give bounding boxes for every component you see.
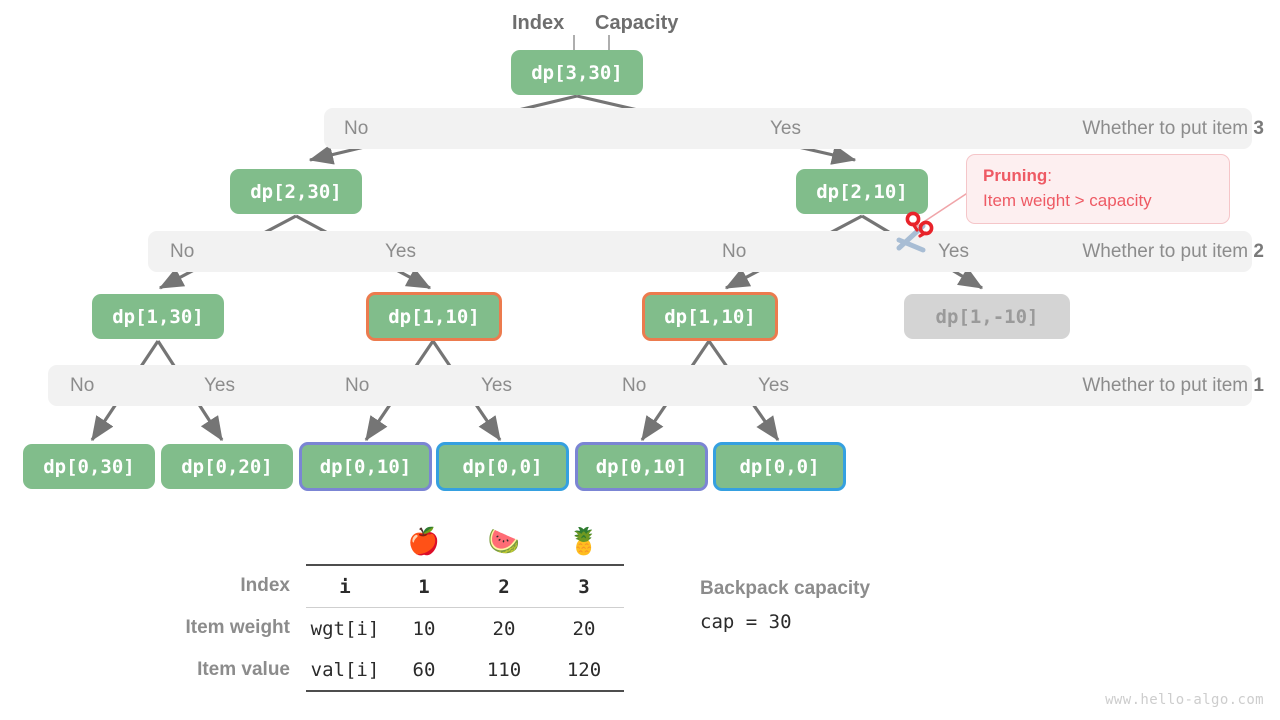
leaf-dp-0-10-right[interactable]: dp[0,10] bbox=[575, 442, 708, 491]
band2-question: Whether to put item 2 bbox=[1082, 242, 1264, 261]
node-dp-3-30[interactable]: dp[3,30] bbox=[511, 50, 643, 95]
capacity-note-title: Backpack capacity bbox=[700, 578, 871, 599]
pruning-callout-title: Pruning bbox=[983, 166, 1048, 185]
decision-band-item3 bbox=[324, 108, 1252, 149]
band2-yes-left-label: Yes bbox=[385, 241, 416, 262]
band1-no-3-label: No bbox=[622, 375, 647, 396]
band1-question-prefix: Whether to put item bbox=[1082, 375, 1254, 396]
decision-band-item2 bbox=[148, 231, 1252, 272]
band3-question-prefix: Whether to put item bbox=[1082, 118, 1254, 139]
capacity-annotation-label: Capacity bbox=[595, 12, 679, 34]
leaf-dp-0-0-right[interactable]: dp[0,0] bbox=[713, 442, 846, 491]
table-row-index: Index i 1 2 3 bbox=[140, 565, 624, 608]
band1-yes-1-label: Yes bbox=[204, 375, 235, 396]
capacity-note-value: cap = 30 bbox=[700, 611, 792, 633]
band3-yes-label: Yes bbox=[770, 118, 801, 139]
table-emoji-row: 🍎 🍉 🍍 bbox=[140, 520, 624, 566]
pruning-callout-title-line: Pruning: bbox=[983, 164, 1215, 189]
weight-value-1: 10 bbox=[412, 617, 436, 640]
node-dp-1-30[interactable]: dp[1,30] bbox=[92, 294, 224, 339]
index-value-3: 3 bbox=[544, 565, 624, 608]
node-dp-1-minus10-pruned[interactable]: dp[1,-10] bbox=[904, 294, 1070, 339]
row-label-value: val[i] bbox=[306, 649, 384, 692]
row-head-value: Item value bbox=[197, 659, 290, 680]
row-label-weight: wgt[i] bbox=[310, 617, 380, 640]
band2-no-left-label: No bbox=[170, 241, 195, 262]
emoji-cell-blank bbox=[306, 520, 384, 566]
index-value-1: 1 bbox=[384, 565, 464, 608]
band2-question-item: 2 bbox=[1253, 241, 1264, 262]
leaf-dp-0-10-left[interactable]: dp[0,10] bbox=[299, 442, 432, 491]
node-dp-1-10-left[interactable]: dp[1,10] bbox=[366, 292, 502, 341]
band3-question-item: 3 bbox=[1253, 118, 1264, 139]
band1-yes-3-label: Yes bbox=[758, 375, 789, 396]
node-dp-1-10-right[interactable]: dp[1,10] bbox=[642, 292, 778, 341]
watermelon-icon: 🍉 bbox=[464, 520, 544, 566]
leaf-dp-0-0-left[interactable]: dp[0,0] bbox=[436, 442, 569, 491]
weight-value-2: 20 bbox=[492, 617, 516, 640]
band3-question: Whether to put item 3 bbox=[1082, 119, 1264, 138]
band1-no-1-label: No bbox=[70, 375, 95, 396]
watermark: www.hello-algo.com bbox=[1105, 692, 1264, 708]
band2-yes-right-label: Yes bbox=[938, 241, 969, 262]
pineapple-icon: 🍍 bbox=[544, 520, 624, 566]
band1-question: Whether to put item 1 bbox=[1082, 376, 1264, 395]
pruning-callout-title-suffix: : bbox=[1047, 166, 1052, 185]
leaf-dp-0-20[interactable]: dp[0,20] bbox=[161, 444, 293, 489]
value-value-2: 110 bbox=[464, 649, 544, 692]
row-head-weight: Item weight bbox=[185, 617, 290, 639]
pruning-callout-detail: Item weight > capacity bbox=[983, 190, 1152, 210]
leaf-dp-0-30[interactable]: dp[0,30] bbox=[23, 444, 155, 489]
item-spec-table: 🍎 🍉 🍍 Index i 1 2 3 Item weight wgt[i] 1… bbox=[140, 520, 624, 692]
band1-yes-2-label: Yes bbox=[481, 375, 512, 396]
index-value-2: 2 bbox=[464, 565, 544, 608]
index-annotation-label: Index bbox=[512, 12, 565, 34]
band1-question-item: 1 bbox=[1253, 375, 1264, 396]
band1-no-2-label: No bbox=[345, 375, 370, 396]
value-value-3: 120 bbox=[544, 649, 624, 692]
apple-icon: 🍎 bbox=[384, 520, 464, 566]
backpack-capacity-note: Backpack capacity cap = 30 bbox=[700, 578, 870, 633]
table-row-value: Item value val[i] 60 110 120 bbox=[140, 649, 624, 692]
weight-value-3: 20 bbox=[572, 617, 596, 640]
band3-no-label: No bbox=[344, 118, 369, 139]
node-dp-2-10[interactable]: dp[2,10] bbox=[796, 169, 928, 214]
node-dp-2-30[interactable]: dp[2,30] bbox=[230, 169, 362, 214]
row-label-index: i bbox=[306, 565, 384, 608]
row-head-index: Index bbox=[240, 575, 290, 597]
band2-no-right-label: No bbox=[722, 241, 747, 262]
table-row-weight: Item weight wgt[i] 10 20 20 bbox=[140, 608, 624, 650]
value-value-1: 60 bbox=[384, 649, 464, 692]
decision-band-item1 bbox=[48, 365, 1252, 406]
emoji-row-spacer bbox=[140, 520, 306, 565]
band2-question-prefix: Whether to put item bbox=[1082, 241, 1254, 262]
pruning-callout: Pruning: Item weight > capacity bbox=[966, 154, 1230, 224]
